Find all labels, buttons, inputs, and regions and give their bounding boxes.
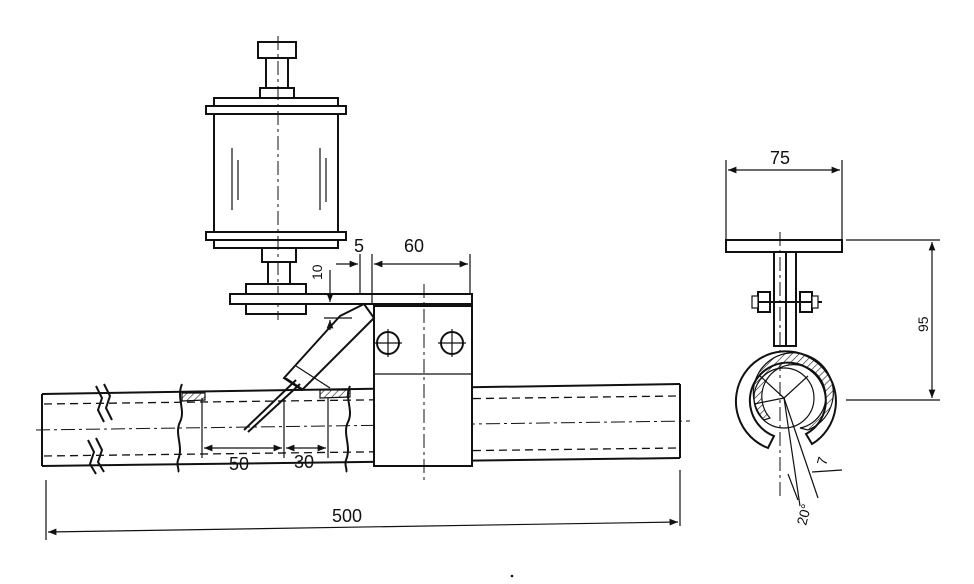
diagonal-strut — [243, 302, 376, 433]
dim-7: 7 — [813, 455, 831, 467]
dim-60: 60 — [404, 236, 424, 256]
dim-30: 30 — [294, 452, 314, 472]
dim-500: 500 — [332, 506, 362, 526]
side-view: 75 95 7 20° — [725, 148, 940, 527]
dim-10: 10 — [309, 264, 325, 280]
cylinder-assembly — [205, 36, 347, 320]
pipe — [35, 383, 691, 475]
dim-95: 95 — [915, 316, 931, 332]
front-dimensions: 500 50 30 5 60 10 — [45, 236, 681, 540]
clamp-block — [373, 284, 473, 480]
dim-5: 5 — [354, 236, 364, 256]
stray-mark — [510, 574, 514, 578]
dim-20-angle: 20° — [793, 502, 814, 527]
bracket-plate — [229, 293, 473, 305]
dim-75: 75 — [770, 148, 790, 168]
front-view: 500 50 30 5 60 10 — [35, 36, 691, 540]
dim-50: 50 — [229, 454, 249, 474]
